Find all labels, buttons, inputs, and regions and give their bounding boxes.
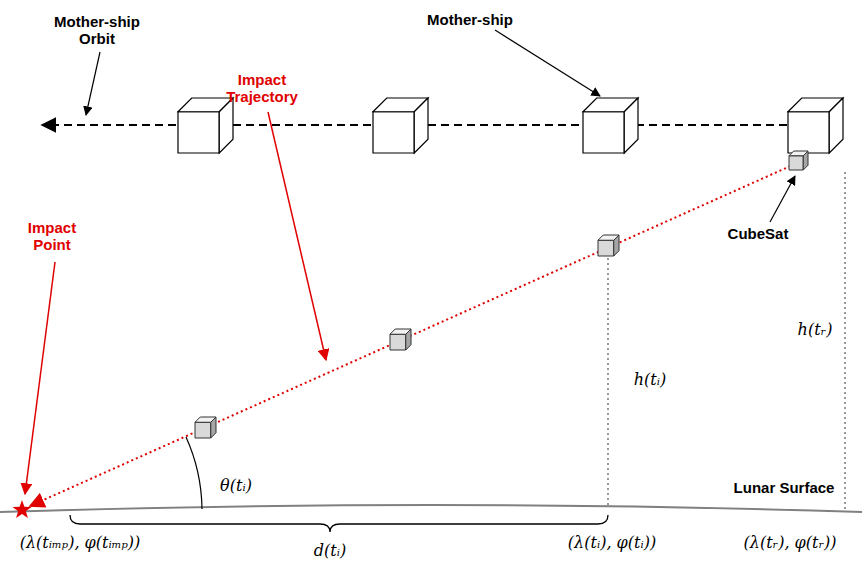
cubesat [598, 235, 619, 256]
mothership-cube [178, 98, 233, 153]
coordinate-label: (λ(tᵢₘₚ), φ(tᵢₘₚ)) [20, 534, 141, 552]
lunar-surface-line [0, 505, 862, 512]
leader-line [86, 52, 100, 115]
impact-point-label: Impact Point [12, 219, 92, 254]
orbit-label: Mother-ship Orbit [42, 13, 152, 48]
cubesat [195, 417, 216, 438]
distance-label: d(tᵢ) [314, 542, 346, 560]
trajectory-label: Impact Trajectory [212, 71, 312, 106]
leader-line [268, 112, 326, 360]
coordinate-label: (λ(tᵢ), φ(tᵢ)) [568, 534, 656, 552]
mothership-cube [373, 98, 428, 153]
mothership-cube [583, 98, 638, 153]
cubesat-label: CubeSat [698, 225, 818, 242]
surface-label: Lunar Surface [714, 479, 854, 496]
cubesat [789, 151, 808, 170]
leader-line [25, 262, 55, 494]
distance-brace [70, 515, 608, 532]
leader-line [495, 30, 600, 96]
impact-star [13, 500, 32, 518]
height-line [844, 172, 845, 510]
angle-label: θ(tᵢ) [220, 477, 252, 495]
leader-line [770, 176, 795, 222]
height-label: h(tᵢ) [634, 371, 666, 389]
coordinate-label: (λ(tᵣ), φ(tᵣ)) [744, 534, 837, 552]
cubesat [390, 329, 411, 350]
height-label: h(tᵣ) [798, 321, 833, 339]
height-line [607, 258, 608, 505]
mothership-cube [788, 98, 843, 153]
impact-trajectory [30, 164, 795, 506]
mothership-label: Mother-ship [390, 11, 550, 28]
angle-arc [186, 437, 202, 509]
